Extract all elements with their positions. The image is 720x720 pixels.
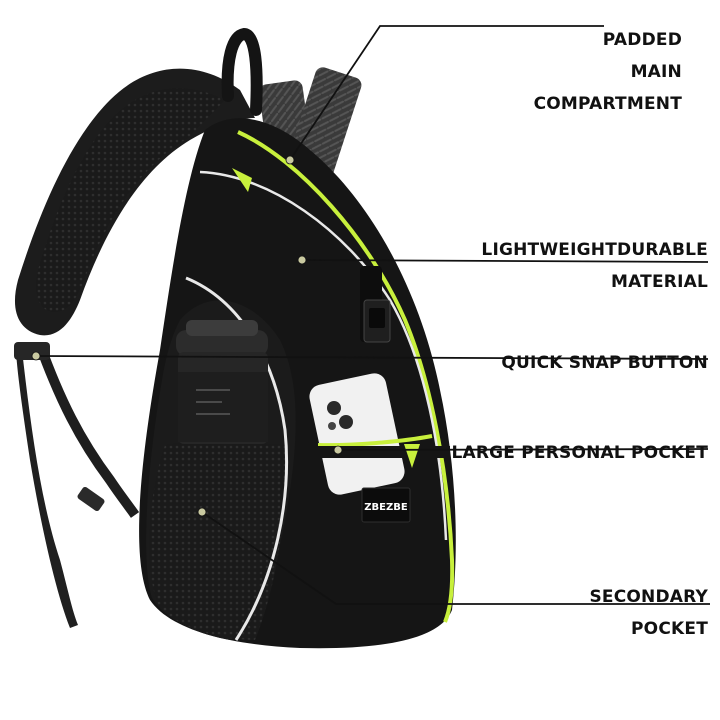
- label-line: QUICK SNAP BUTTON: [501, 353, 708, 373]
- label-line: POCKET: [631, 619, 708, 639]
- callout-dot-secondary: [197, 507, 207, 517]
- callout-dot-material: [297, 255, 307, 265]
- label-line: LIGHTWEIGHTDURABLE: [481, 240, 708, 260]
- snap-buckle: [360, 266, 391, 343]
- callout-line-secondary: [201, 511, 710, 605]
- phone: [309, 373, 405, 495]
- callout-lines: [35, 25, 710, 605]
- callout-dot-pocket: [333, 445, 343, 455]
- label-line: PADDED: [602, 30, 682, 50]
- label-line: SECONDARY: [589, 587, 708, 607]
- label-line: MAIN: [630, 62, 682, 82]
- callout-dots: [31, 155, 343, 517]
- brand-label: ZBEZBE: [364, 502, 408, 513]
- brand-patch: [361, 487, 411, 523]
- callout-line-material: [301, 259, 709, 263]
- callout-line-padded: [289, 25, 604, 161]
- label-line: LARGE PERSONAL POCKET: [451, 443, 708, 463]
- callout-line-pocket: [337, 448, 709, 451]
- callout-label-padded-main-compartment: PADDED MAIN COMPARTMENT: [534, 16, 682, 128]
- callout-dot-padded: [285, 155, 295, 165]
- callout-dot-snap: [31, 351, 41, 361]
- callout-label-large-personal-pocket: LARGE PERSONAL POCKET: [451, 429, 708, 477]
- callout-line-snap: [35, 355, 709, 360]
- label-line: COMPARTMENT: [533, 94, 682, 114]
- shoulder-strap: [14, 68, 256, 628]
- water-bottle: [176, 320, 268, 444]
- label-line: MATERIAL: [611, 272, 708, 292]
- callout-label-material: LIGHTWEIGHTDURABLE MATERIAL: [481, 226, 708, 306]
- carry-handle: [221, 27, 263, 116]
- callout-label-quick-snap-button: QUICK SNAP BUTTON: [501, 339, 708, 387]
- callout-label-secondary-pocket: SECONDARY POCKET: [589, 573, 708, 653]
